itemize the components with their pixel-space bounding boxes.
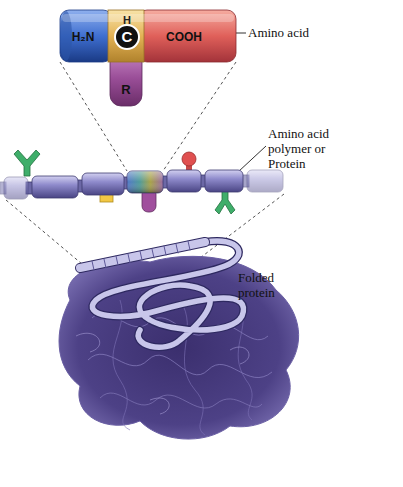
group-label: H₂N — [72, 30, 95, 44]
group-label: COOH — [166, 30, 202, 44]
leader-lines — [200, 33, 266, 292]
atom-label: H — [123, 13, 131, 27]
protein-ribbon — [92, 241, 190, 270]
zoom-guide-lines — [6, 62, 284, 264]
callout-label: Folded protein — [238, 270, 294, 300]
amino-acid-polymer — [247, 170, 283, 192]
callout-label: Amino acid polymer or Protein — [268, 126, 340, 171]
alpha-carbon-circle — [115, 25, 139, 49]
amino-acid-polymer — [205, 170, 243, 192]
node-outline — [58, 6, 240, 110]
protein-ribbon — [80, 242, 205, 268]
amino-acid-polymer — [167, 170, 201, 192]
callout-label: Amino acid — [248, 25, 338, 40]
amino-acid-polymer — [32, 176, 78, 198]
zoom-guide-lines — [6, 200, 82, 264]
leader-lines — [236, 33, 246, 34]
zoom-guide-lines — [163, 62, 236, 171]
polymer-side-chains — [215, 191, 235, 214]
cylinder-highlight — [62, 14, 234, 22]
amino-acid-polymer — [4, 177, 28, 199]
protein-ribbon — [80, 241, 243, 347]
atom-label: C — [122, 30, 133, 44]
leader-lines — [238, 146, 266, 172]
amino-acid-cylinder: H H₂N C COOH R — [58, 6, 240, 110]
polymer-side-chains — [182, 152, 196, 166]
amino-acid-polymer — [127, 171, 163, 193]
protein-ribbon — [80, 242, 205, 268]
folded-protein — [100, 393, 262, 408]
side-chain-label: R — [121, 83, 130, 97]
polymer-side-chains — [14, 150, 235, 214]
amino-acid-polymer — [127, 171, 163, 193]
amino-acid-polymer — [0, 170, 283, 199]
amino-acid-polymer — [82, 173, 124, 195]
polymer-side-chains — [14, 150, 40, 176]
folded-protein — [88, 354, 272, 377]
